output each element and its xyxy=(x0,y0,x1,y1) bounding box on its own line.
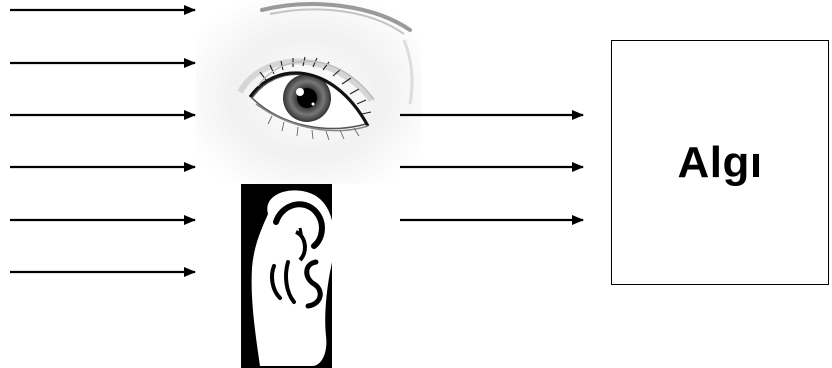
outgoing-arrows xyxy=(400,115,583,220)
eye-icon xyxy=(196,0,421,184)
perception-label: Algı xyxy=(677,138,762,188)
incoming-arrows xyxy=(10,10,195,272)
perception-box: Algı xyxy=(611,40,829,285)
ear-icon xyxy=(241,184,334,368)
